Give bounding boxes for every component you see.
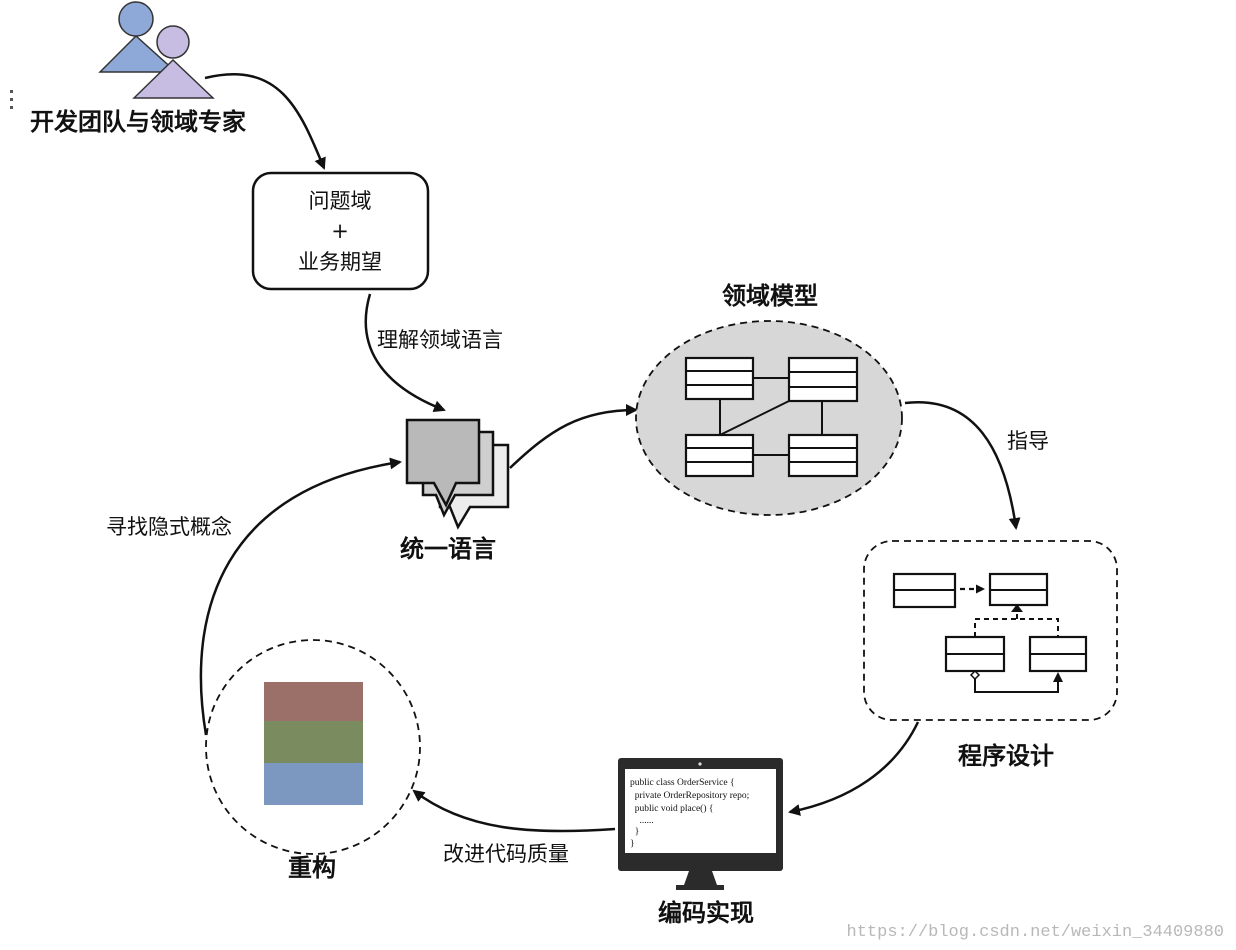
edge-marker-icon: [10, 90, 13, 109]
code-line: private OrderRepository repo;: [630, 791, 749, 801]
problem-box-plus: +: [331, 219, 349, 243]
code-line: }: [630, 827, 639, 837]
node-refactor: 重构: [288, 854, 336, 882]
uml-class-box: [988, 572, 1049, 607]
edge-label-improve-quality: 改进代码质量: [443, 842, 569, 866]
edge-label-guide: 指导: [1007, 429, 1049, 453]
code-line: ......: [630, 816, 654, 826]
arrow-design-to-coding: [788, 721, 920, 816]
domain-model-ellipse: [635, 320, 903, 516]
code-line: }: [630, 839, 635, 849]
problem-domain-box: 问题域 + 业务期望: [251, 171, 430, 291]
speech-bubbles-icon: [405, 418, 510, 530]
arrow-coding-to-refactor: [412, 789, 616, 833]
uml-class-box: [1028, 635, 1088, 673]
edge-label-find-concepts: 寻找隐式概念: [106, 515, 232, 539]
node-ubiquitous-language: 统一语言: [400, 535, 496, 563]
code-line: public class OrderService {: [630, 778, 735, 788]
arrow-problem-to-language: [364, 293, 446, 412]
uml-class-box: [684, 356, 755, 401]
uml-class-box: [787, 356, 859, 403]
actors-label: 开发团队与领域专家: [30, 108, 246, 136]
node-domain-model: 领域模型: [722, 282, 818, 310]
monitor-icon: public class OrderService { private Orde…: [618, 758, 783, 890]
uml-class-box: [787, 433, 859, 478]
node-coding: 编码实现: [658, 899, 754, 927]
arrow-model-to-design: [904, 400, 1021, 530]
problem-box-line1: 问题域: [309, 189, 372, 213]
watermark: https://blog.csdn.net/weixin_34409880: [847, 923, 1224, 942]
uml-class-box: [892, 572, 957, 609]
arrow-actors-to-problem: [204, 73, 326, 170]
people-icon: [98, 1, 215, 99]
edge-label-understand: 理解领域语言: [377, 328, 503, 352]
program-design-box: [863, 540, 1118, 721]
refactor-circle: [205, 639, 421, 855]
arrow-language-to-model: [509, 404, 638, 469]
uml-class-box: [684, 433, 755, 478]
arrow-refactor-to-language: [199, 457, 402, 736]
uml-class-box: [944, 635, 1006, 673]
code-line: public void place() {: [630, 803, 713, 814]
node-program-design: 程序设计: [958, 742, 1054, 770]
problem-box-line3: 业务期望: [298, 250, 382, 274]
